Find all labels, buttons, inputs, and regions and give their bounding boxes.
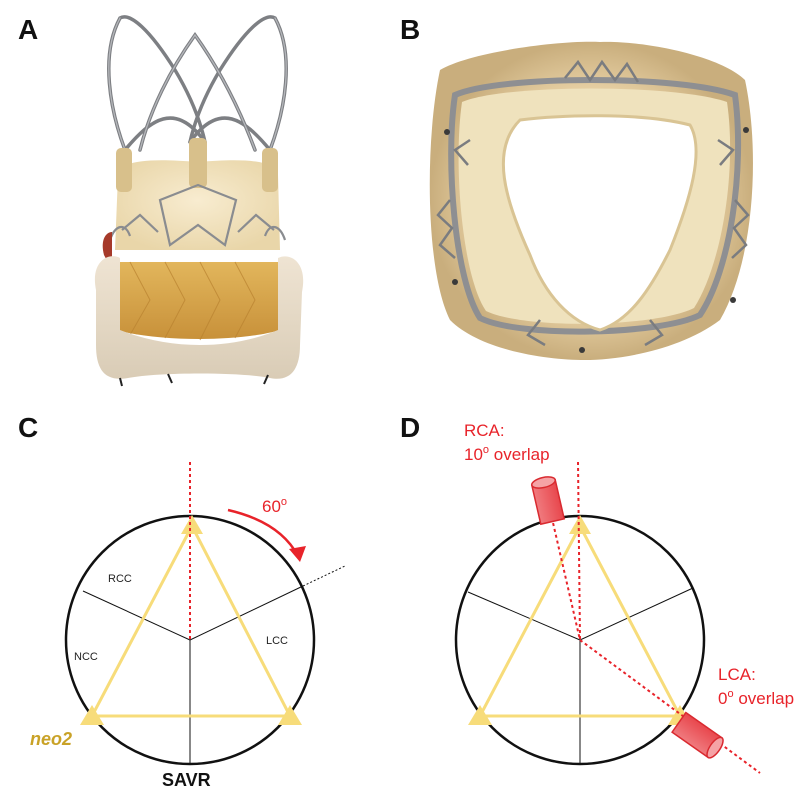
commissure-post-left (116, 148, 132, 192)
savr-label: SAVR (162, 770, 211, 790)
valve-skirt (116, 262, 280, 339)
neo2-label: neo2 (30, 729, 72, 749)
lca-overlap-label: 0o overlap (718, 688, 794, 708)
label-lcc: LCC (266, 635, 288, 647)
stent-arches (109, 17, 286, 150)
rca-title: RCA: (464, 421, 505, 440)
neo2-post-top (181, 515, 203, 534)
rotation-reference-line (303, 566, 345, 586)
label-ncc: NCC (74, 651, 98, 663)
post-top-d (569, 515, 591, 534)
rca-cylinder (531, 475, 565, 524)
rotation-arrow (228, 510, 298, 556)
panel-b-valve-photo (430, 42, 753, 360)
label-rcc: RCC (108, 573, 132, 585)
rotation-angle-label: 60o (262, 496, 287, 516)
panel-a-valve-photo (95, 17, 303, 386)
lca-title: LCA: (718, 665, 756, 684)
panel-c-diagram: 60o RCC NCC LCC neo2 SAVR (30, 462, 345, 790)
commissure-post-center (189, 138, 207, 188)
rca-overlap-label: 10o overlap (464, 444, 550, 464)
rotation-arrowhead (289, 546, 306, 562)
commissure-post-right (262, 148, 278, 192)
vertical-axis-line-d (578, 462, 580, 640)
panel-d-diagram: RCA: 10o overlap LCA: 0o overlap (456, 421, 794, 773)
lca-cylinder (672, 713, 726, 761)
